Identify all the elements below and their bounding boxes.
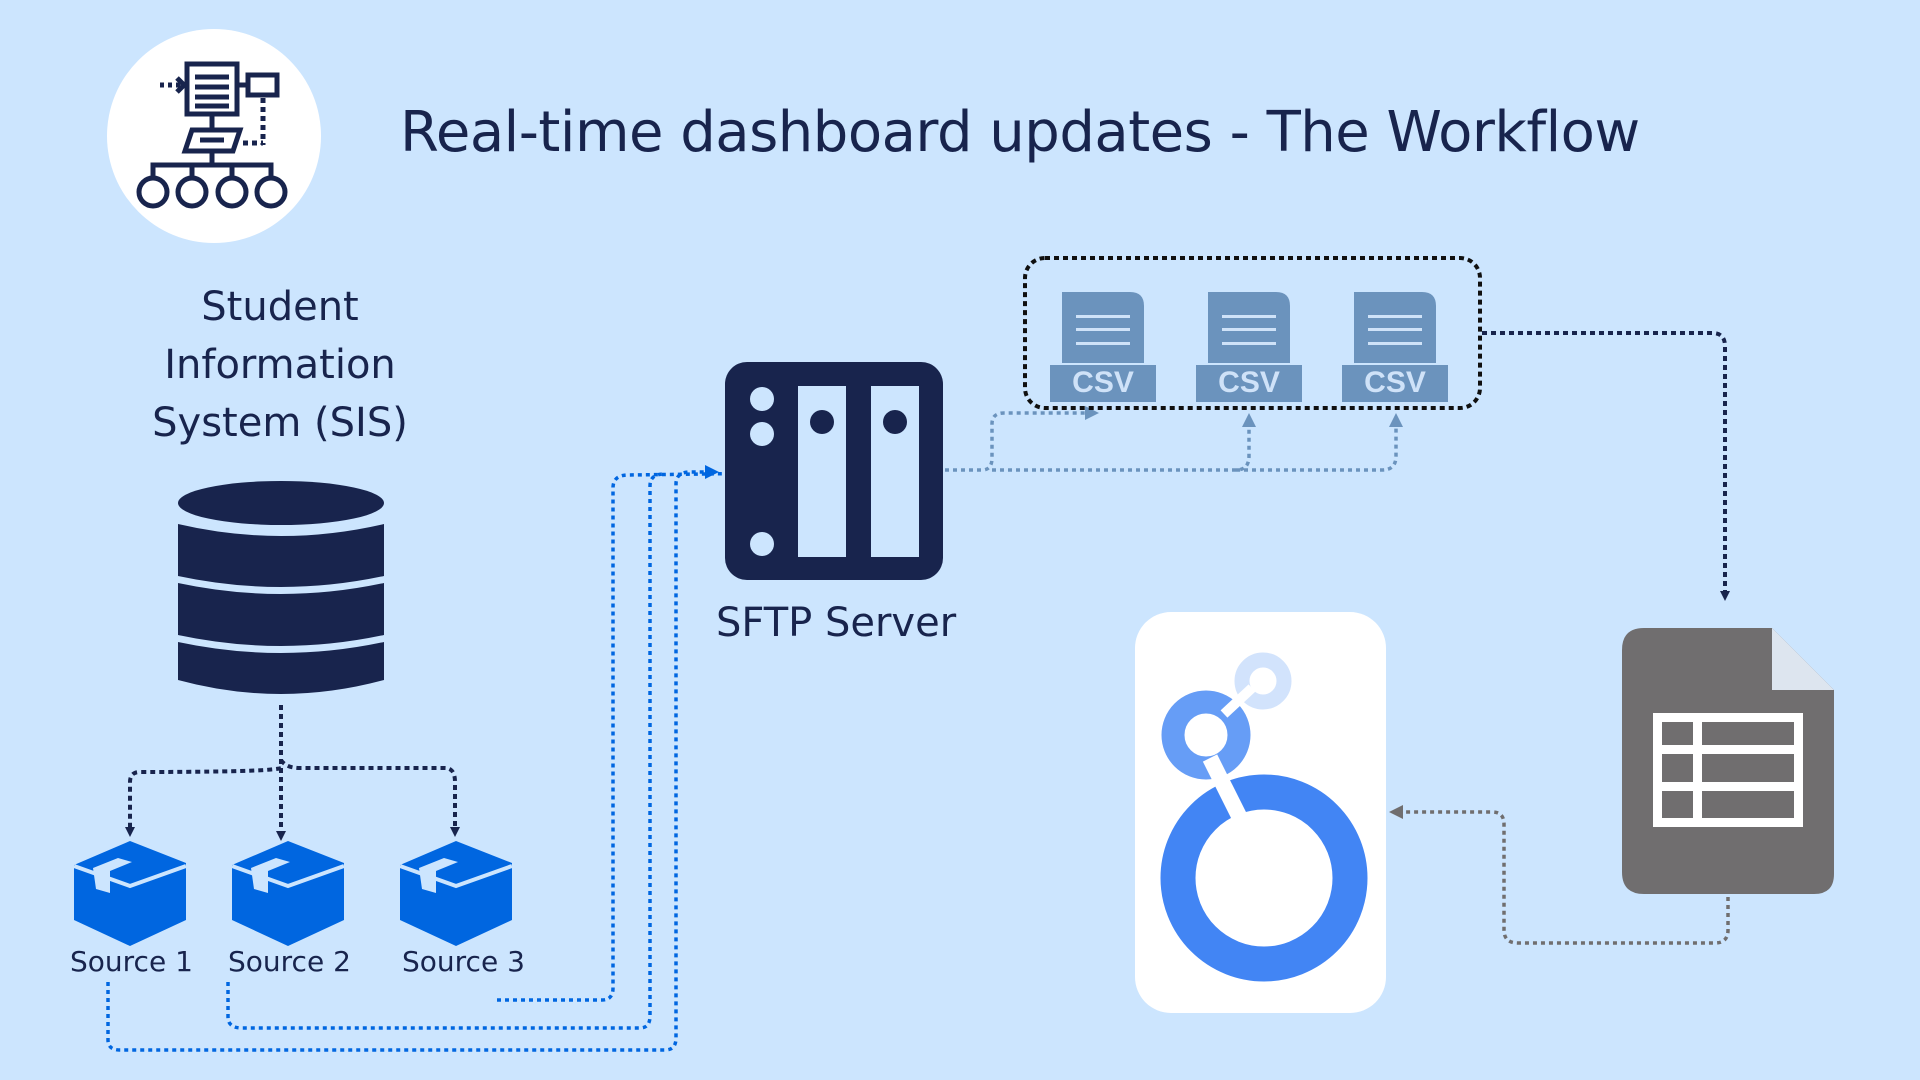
looker-studio-icon xyxy=(1135,612,1386,1013)
source-1-label: Source 1 xyxy=(70,945,193,978)
csv-to-sheets-connector xyxy=(1482,331,1730,601)
server-icon xyxy=(725,362,943,580)
source-2-box-icon xyxy=(231,841,345,946)
source-1-box-icon xyxy=(73,841,187,946)
csv-label-1: CSV xyxy=(1072,366,1134,399)
source-3-box-icon xyxy=(399,841,513,946)
workflow-icon xyxy=(107,29,321,243)
csv-file-icon-1 xyxy=(1050,292,1156,402)
sftp-to-csv-connectors xyxy=(945,406,1403,472)
google-sheets-icon xyxy=(1622,628,1834,894)
csv-file-icon-3 xyxy=(1342,292,1448,402)
sources-to-sftp-connectors xyxy=(106,465,855,1052)
database-icon xyxy=(178,481,384,694)
page-title: Real-time dashboard updates - The Workfl… xyxy=(400,100,1640,165)
csv-label-3: CSV xyxy=(1364,366,1426,399)
csv-label-2: CSV xyxy=(1218,366,1280,399)
sheets-to-dashboard-connector xyxy=(1389,805,1730,945)
csv-file-icon-2 xyxy=(1196,292,1302,402)
source-3-label: Source 3 xyxy=(402,945,525,978)
source-2-label: Source 2 xyxy=(228,945,351,978)
sis-to-sources-connectors xyxy=(125,705,460,841)
sis-label: Student Information System (SIS) xyxy=(152,284,408,446)
sftp-server-label: SFTP Server xyxy=(716,600,957,646)
csv-group-frame xyxy=(1023,256,1482,410)
